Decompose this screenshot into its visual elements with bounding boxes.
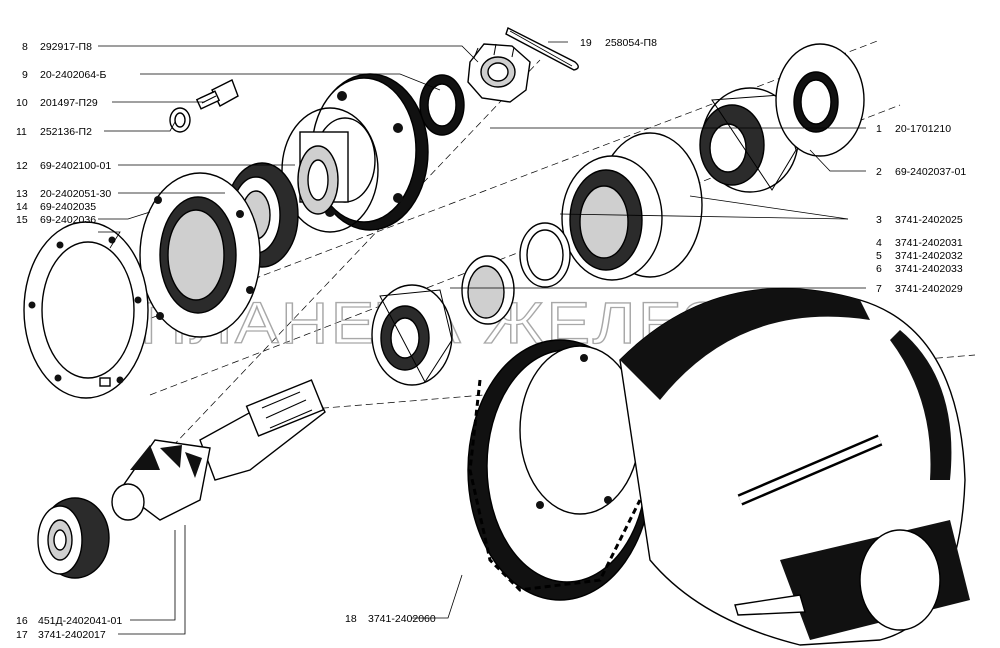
callout-12-number: 12 (16, 160, 28, 172)
companion-flange-part (281, 73, 429, 233)
callout-2-code: 69-2402037-01 (895, 166, 966, 178)
callout-8-code: 292917-П8 (40, 41, 92, 53)
ring-gear-part (467, 339, 653, 601)
callout-15-code: 69-2402036 (40, 214, 96, 226)
callout-19-number: 19 (580, 37, 592, 49)
spacer-ring-part (519, 222, 571, 288)
callout-16-code: 451Д-2402041-01 (38, 615, 122, 627)
callout-labels: 8 292917-П8 9 20-2402064-Б 10 201497-П29… (16, 37, 966, 641)
callout-9-number: 9 (22, 69, 28, 81)
callout-5-number: 5 (876, 250, 882, 262)
bolt-part (195, 79, 239, 110)
callout-9-code: 20-2402064-Б (40, 69, 107, 81)
callout-8-number: 8 (22, 41, 28, 53)
callout-15-number: 15 (16, 214, 28, 226)
callout-10-number: 10 (16, 97, 28, 109)
castle-nut-part (467, 43, 531, 103)
callout-1-number: 1 (876, 123, 882, 135)
callout-1-code: 20-1701210 (895, 123, 951, 135)
callout-3-number: 3 (876, 214, 882, 226)
callout-14-code: 69-2402035 (40, 201, 96, 213)
pinion-bearing-part (37, 497, 110, 579)
callout-16-number: 16 (16, 615, 28, 627)
bearing-cup-part (561, 132, 703, 281)
spring-washer-part (169, 107, 191, 133)
callout-12-code: 69-2402100-01 (40, 160, 111, 172)
callout-3-code: 3741-2402025 (895, 214, 963, 226)
callout-11-code: 252136-П2 (40, 126, 92, 138)
callout-14-number: 14 (16, 201, 28, 213)
callout-19-code: 258054-П8 (605, 37, 657, 49)
leader-lines (98, 41, 866, 635)
bearing-cover-part (139, 172, 261, 338)
callout-11-number: 11 (16, 126, 27, 138)
inner-bearing-part (371, 284, 453, 386)
callout-5-code: 3741-2402032 (895, 250, 963, 262)
adjusting-ring-part (461, 255, 515, 325)
callout-2-number: 2 (876, 166, 882, 178)
callout-17-number: 17 (16, 629, 28, 641)
drive-pinion-part (111, 379, 326, 521)
callout-13-code: 20-2402051-30 (40, 188, 111, 200)
callout-7-number: 7 (876, 283, 882, 295)
callout-18-code: 3741-2402060 (368, 613, 436, 625)
tapered-bearing-part (699, 87, 799, 193)
callout-6-number: 6 (876, 263, 882, 275)
callout-4-code: 3741-2402031 (895, 237, 963, 249)
shim-washer-part (775, 43, 865, 157)
callout-4-number: 4 (876, 237, 882, 249)
callout-6-code: 3741-2402033 (895, 263, 963, 275)
callout-10-code: 201497-П29 (40, 97, 98, 109)
callout-13-number: 13 (16, 188, 28, 200)
callout-7-code: 3741-2402029 (895, 283, 963, 295)
cotter-pin-part (505, 27, 579, 71)
callout-18-number: 18 (345, 613, 357, 625)
washer-part (419, 74, 465, 136)
differential-housing-part (619, 287, 970, 646)
callout-17-code: 3741-2402017 (38, 629, 106, 641)
gasket-part (23, 221, 149, 399)
